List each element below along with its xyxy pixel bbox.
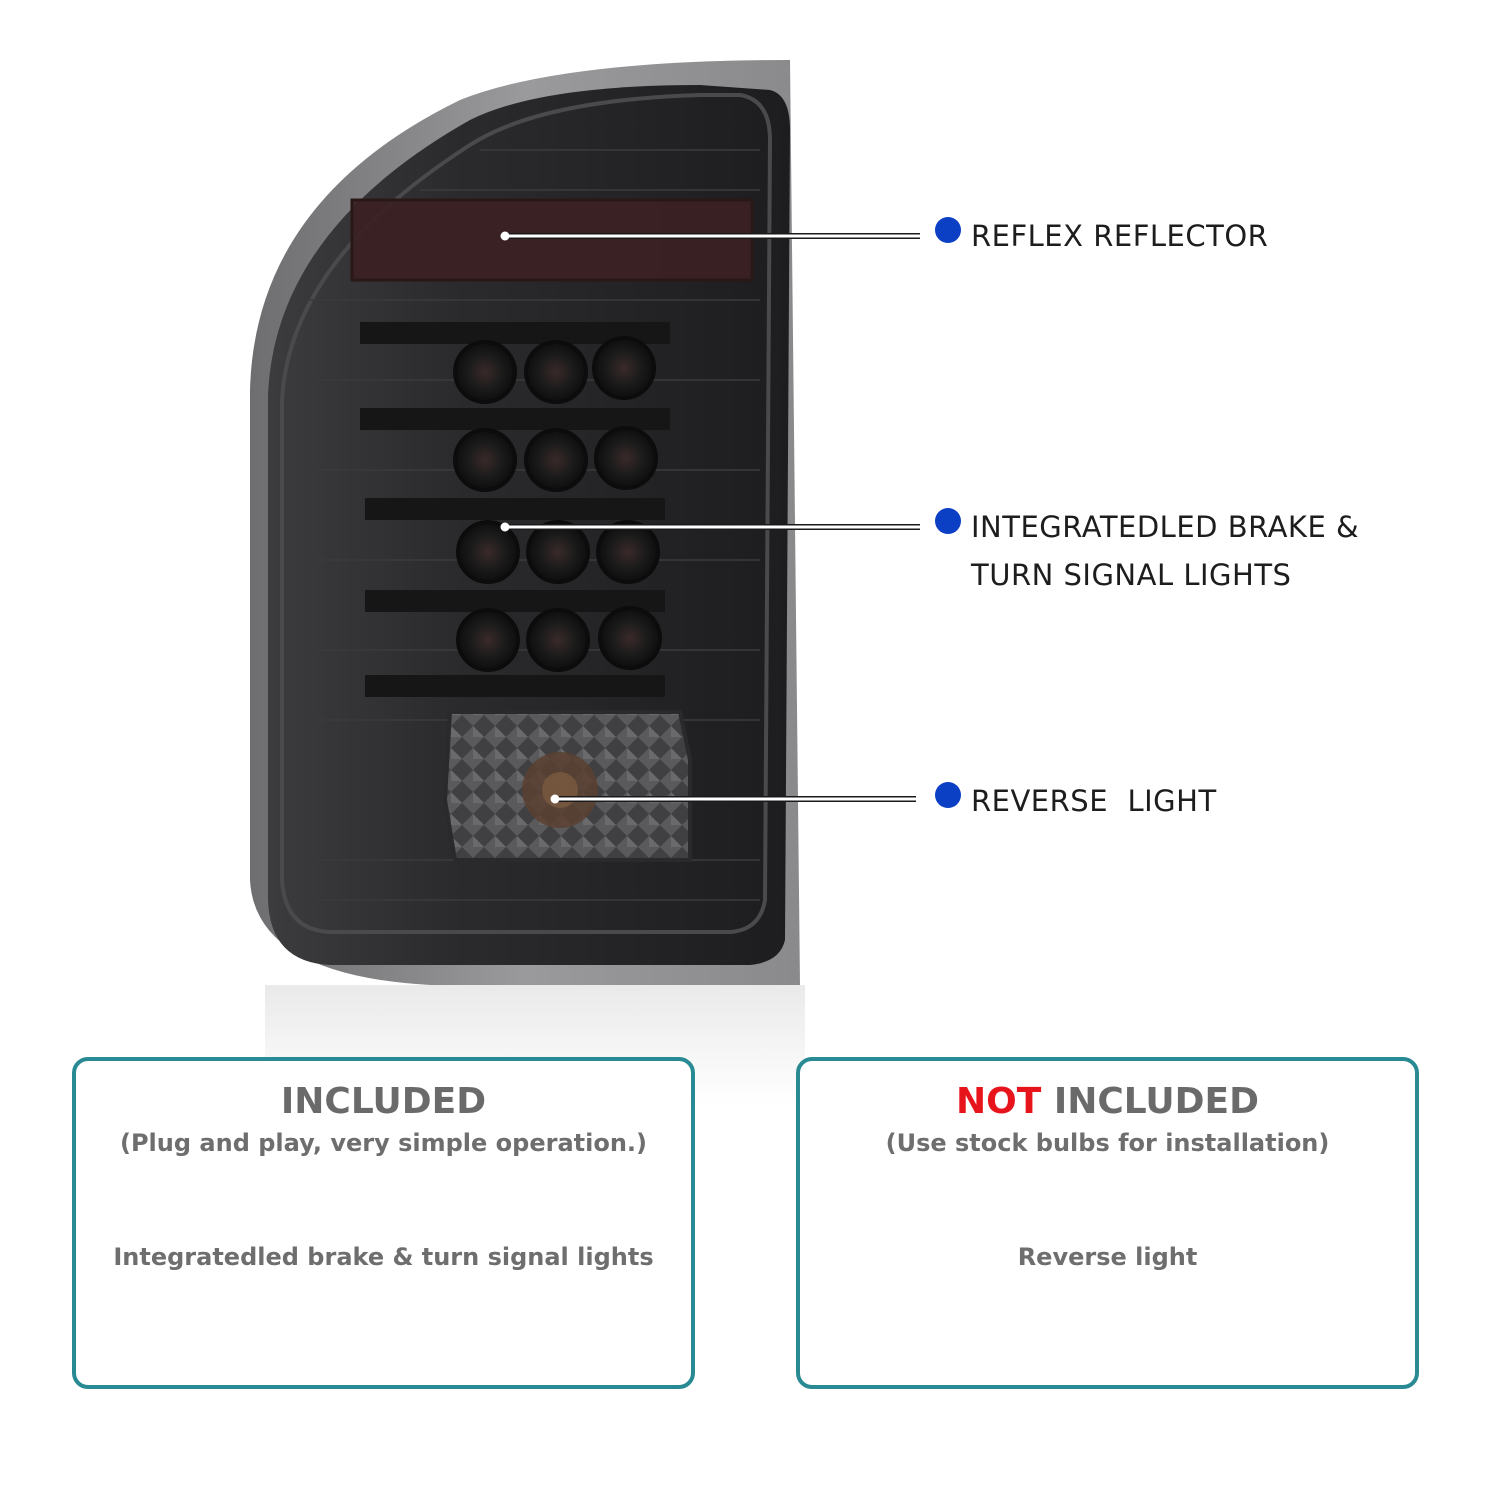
bullet-dot-icon — [935, 217, 961, 243]
callout-label-block: INTEGRATEDLED BRAKE & TURN SIGNAL LIGHTS — [971, 503, 1359, 599]
not-included-item: Reverse light — [1017, 1243, 1198, 1271]
reflex-reflector-panel — [352, 200, 752, 280]
callout-reverse-light: REVERSE LIGHT — [935, 777, 1217, 825]
reverse-light-panel — [442, 710, 692, 862]
callout-label: REVERSE LIGHT — [971, 784, 1217, 818]
included-subtitle: (Plug and play, very simple operation.) — [120, 1129, 647, 1157]
callout-label-line2: TURN SIGNAL LIGHTS — [971, 558, 1292, 592]
not-included-subtitle: (Use stock bulbs for installation) — [885, 1129, 1330, 1157]
not-included-title-rest: INCLUDED — [1041, 1081, 1260, 1122]
callout-label-line1: INTEGRATEDLED BRAKE & — [971, 510, 1360, 544]
not-included-title: NOT INCLUDED — [800, 1081, 1415, 1122]
included-box: INCLUDED (Plug and play, very simple ope… — [72, 1057, 695, 1389]
bullet-dot-icon — [935, 508, 961, 534]
bullet-dot-icon — [935, 782, 961, 808]
not-included-box: NOT INCLUDED (Use stock bulbs for instal… — [796, 1057, 1419, 1389]
included-title: INCLUDED — [280, 1081, 487, 1122]
not-label: NOT — [955, 1081, 1042, 1122]
callout-reflex-reflector: REFLEX REFLECTOR — [935, 212, 1268, 260]
callout-label: REFLEX REFLECTOR — [971, 219, 1269, 253]
callout-led-brake-turn: INTEGRATEDLED BRAKE & TURN SIGNAL LIGHTS — [935, 503, 1359, 599]
included-item: Integratedled brake & turn signal lights — [113, 1243, 654, 1271]
led-array — [453, 336, 662, 672]
